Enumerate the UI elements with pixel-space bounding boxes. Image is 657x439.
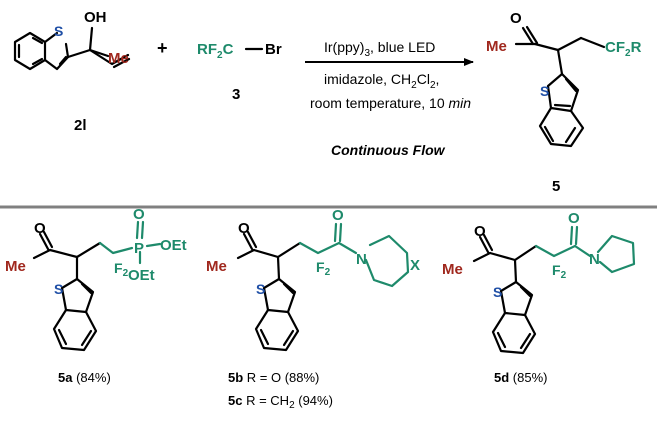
yield-label-5c: 5c R = CH2 (94%) bbox=[228, 393, 333, 411]
product-5b-5c: O Me F2 O N X S 5b R = O (88%) 5c R = CH… bbox=[206, 207, 420, 411]
compound-label-2l: 2l bbox=[74, 117, 87, 134]
product-5: O Me CF2R S 5 bbox=[486, 10, 642, 195]
bromine-label: Br bbox=[265, 41, 282, 58]
plus-sign: + bbox=[157, 38, 168, 58]
amide-oxygen: O bbox=[568, 210, 580, 227]
continuous-flow-label: Continuous Flow bbox=[331, 142, 446, 158]
reactant-3: RF2C Br 3 bbox=[197, 41, 282, 103]
hydroxyl-label: OH bbox=[84, 9, 107, 26]
carbonyl-oxygen: O bbox=[510, 10, 522, 27]
x-label: X bbox=[410, 257, 420, 274]
compound-label-5: 5 bbox=[552, 178, 560, 195]
sulfur-label: S bbox=[54, 23, 63, 39]
cf2-group: F2 bbox=[552, 262, 567, 281]
methyl-label: Me bbox=[486, 38, 507, 55]
nitrogen-label: N bbox=[589, 251, 600, 268]
cf2-group: F2 bbox=[114, 260, 129, 279]
methyl-label: Me bbox=[442, 261, 463, 278]
yield-label-5a: 5a (84%) bbox=[58, 370, 111, 385]
ethoxy-label-1: OEt bbox=[160, 237, 187, 254]
sulfur-label: S bbox=[256, 281, 265, 297]
methyl-label: Me bbox=[5, 258, 26, 275]
compound-label-3: 3 bbox=[232, 86, 240, 103]
amide-oxygen: O bbox=[332, 207, 344, 224]
methyl-label: Me bbox=[108, 50, 129, 67]
carbonyl-oxygen: O bbox=[238, 220, 250, 237]
sulfur-label: S bbox=[493, 284, 502, 300]
reactant-2l: S OH Me 2l bbox=[13, 9, 131, 134]
conditions-line-1: Ir(ppy)3, blue LED bbox=[324, 39, 435, 59]
cf2-group: F2 bbox=[316, 259, 331, 278]
methyl-label: Me bbox=[206, 258, 227, 275]
conditions-line-3: room temperature, 10 min bbox=[310, 95, 471, 111]
carbonyl-oxygen: O bbox=[474, 223, 486, 240]
yield-label-5b: 5b R = O (88%) bbox=[228, 370, 319, 385]
carbonyl-oxygen: O bbox=[34, 220, 46, 237]
nitrogen-label: N bbox=[356, 251, 367, 268]
phosphorus-label: P bbox=[134, 240, 144, 257]
conditions-line-2: imidazole, CH2Cl2, bbox=[324, 71, 439, 91]
cf2r-group: CF2R bbox=[605, 39, 642, 59]
phosphoryl-oxygen: O bbox=[133, 206, 145, 223]
sulfur-label: S bbox=[540, 83, 549, 99]
yield-label-5d: 5d (85%) bbox=[494, 370, 547, 385]
rf2c-group: RF2C bbox=[197, 41, 234, 61]
sulfur-label: S bbox=[54, 281, 63, 297]
product-5d: O Me F2 O N S 5d (85%) bbox=[442, 210, 636, 385]
product-5a: O Me F2 P O OEt OEt S 5a (84%) bbox=[5, 206, 187, 385]
ethoxy-label-2: OEt bbox=[128, 267, 155, 284]
